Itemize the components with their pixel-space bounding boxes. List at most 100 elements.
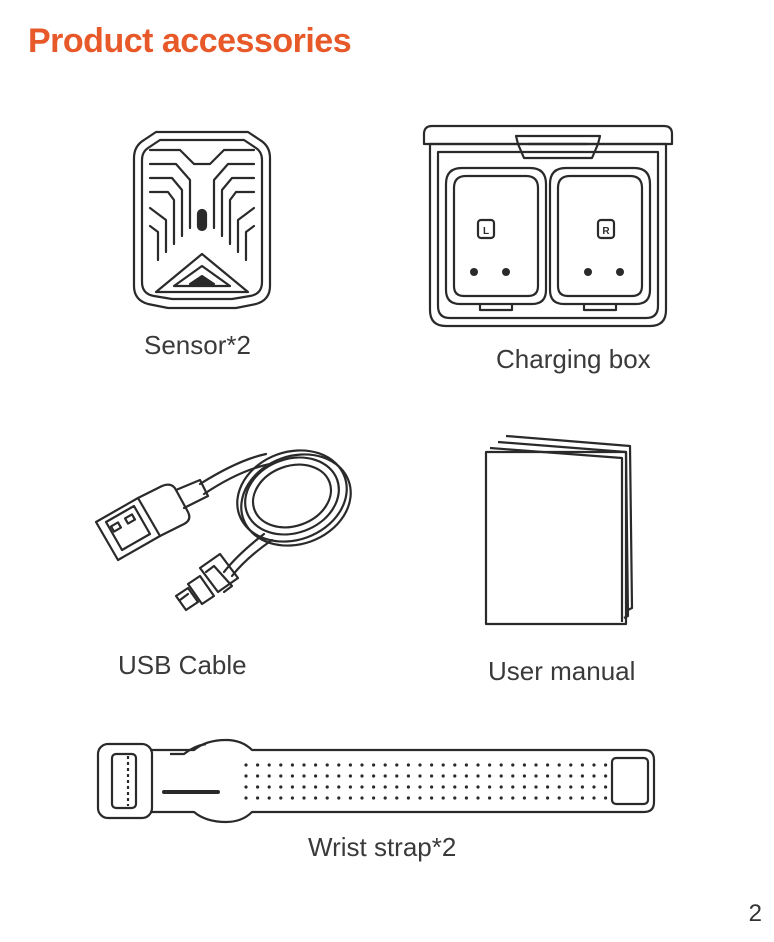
strap-hole	[267, 774, 271, 778]
strap-hole	[441, 763, 445, 767]
strap-hole	[302, 785, 306, 789]
strap-hole	[580, 785, 584, 789]
strap-hole	[464, 763, 468, 767]
strap-hole	[604, 796, 608, 800]
strap-hole	[348, 785, 352, 789]
strap-hole	[569, 763, 573, 767]
strap-hole	[290, 774, 294, 778]
strap-hole	[511, 785, 515, 789]
strap-hole	[430, 763, 434, 767]
strap-hole	[592, 763, 596, 767]
strap-hole	[348, 796, 352, 800]
strap-hole	[267, 785, 271, 789]
strap-hole	[488, 785, 492, 789]
strap-hole	[395, 796, 399, 800]
strap-hole	[546, 785, 550, 789]
strap-hole	[406, 796, 410, 800]
strap-hole	[383, 796, 387, 800]
strap-hole	[279, 785, 283, 789]
strap-hole	[441, 785, 445, 789]
strap-hole	[488, 774, 492, 778]
strap-hole	[244, 763, 248, 767]
strap-hole	[290, 796, 294, 800]
strap-hole	[499, 774, 503, 778]
strap-hole	[453, 763, 457, 767]
strap-hole	[580, 763, 584, 767]
strap-hole	[430, 774, 434, 778]
strap-hole	[476, 785, 480, 789]
strap-hole	[569, 774, 573, 778]
strap-hole	[360, 774, 364, 778]
strap-hole	[302, 774, 306, 778]
strap-hole	[406, 763, 410, 767]
strap-hole	[267, 763, 271, 767]
strap-hole	[464, 774, 468, 778]
strap-hole	[372, 774, 376, 778]
page-number: 2	[748, 900, 762, 927]
strap-hole	[325, 763, 329, 767]
strap-hole	[418, 796, 422, 800]
strap-hole	[256, 796, 260, 800]
strap-hole	[348, 763, 352, 767]
strap-hole	[430, 796, 434, 800]
charging-box-left-label: L	[483, 226, 489, 237]
strap-hole	[499, 763, 503, 767]
strap-hole	[418, 774, 422, 778]
usb-cable-icon	[88, 436, 358, 626]
strap-hole	[314, 774, 318, 778]
charging-box-caption: Charging box	[496, 344, 651, 374]
sensor-icon	[132, 128, 272, 310]
strap-hole	[244, 774, 248, 778]
strap-hole	[360, 763, 364, 767]
strap-hole	[534, 796, 538, 800]
strap-hole	[546, 774, 550, 778]
strap-hole	[534, 763, 538, 767]
strap-hole	[406, 774, 410, 778]
strap-hole	[302, 796, 306, 800]
strap-hole	[279, 774, 283, 778]
strap-hole	[372, 763, 376, 767]
strap-hole	[302, 763, 306, 767]
strap-hole	[290, 763, 294, 767]
strap-hole	[488, 763, 492, 767]
charging-box-right-label: R	[602, 226, 610, 237]
strap-hole	[256, 785, 260, 789]
user-manual-icon	[482, 432, 642, 628]
strap-hole	[464, 796, 468, 800]
strap-hole	[557, 763, 561, 767]
strap-hole	[395, 763, 399, 767]
strap-hole	[325, 785, 329, 789]
strap-hole	[557, 774, 561, 778]
strap-hole	[314, 785, 318, 789]
strap-hole	[580, 774, 584, 778]
strap-hole	[499, 796, 503, 800]
strap-hole	[256, 774, 260, 778]
strap-hole	[522, 763, 526, 767]
strap-hole	[453, 785, 457, 789]
strap-hole	[279, 796, 283, 800]
strap-hole	[569, 796, 573, 800]
strap-hole	[360, 785, 364, 789]
strap-hole	[441, 796, 445, 800]
strap-hole	[522, 785, 526, 789]
strap-hole	[256, 763, 260, 767]
strap-hole	[314, 763, 318, 767]
strap-hole	[406, 785, 410, 789]
strap-hole	[314, 796, 318, 800]
strap-hole	[499, 785, 503, 789]
strap-hole	[383, 785, 387, 789]
charging-box-icon: L R	[420, 124, 676, 334]
strap-hole	[511, 796, 515, 800]
strap-hole	[244, 785, 248, 789]
strap-hole	[546, 796, 550, 800]
strap-hole	[337, 774, 341, 778]
strap-hole	[476, 796, 480, 800]
strap-hole	[476, 774, 480, 778]
strap-hole	[522, 796, 526, 800]
sensor-caption: Sensor*2	[144, 330, 251, 360]
strap-hole	[383, 774, 387, 778]
strap-hole	[337, 796, 341, 800]
strap-hole	[592, 774, 596, 778]
strap-hole	[290, 785, 294, 789]
strap-hole	[569, 785, 573, 789]
